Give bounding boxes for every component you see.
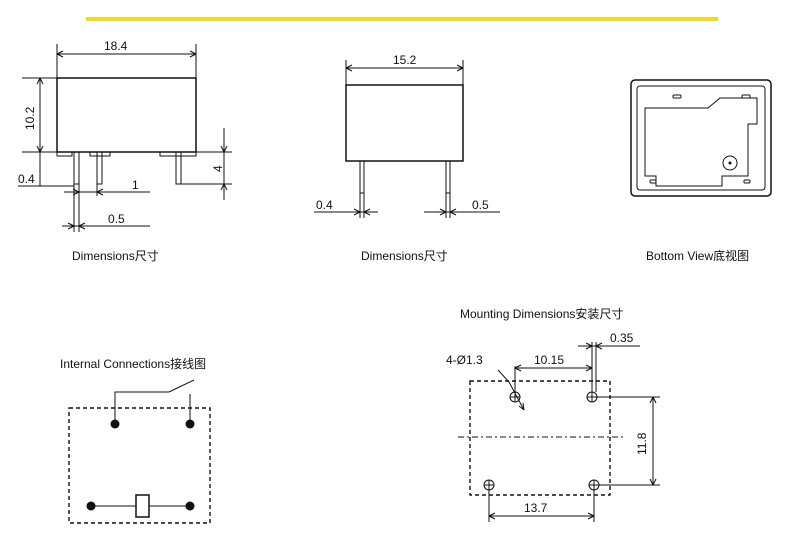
- internal-connections-caption: Internal Connections接线图: [60, 356, 206, 371]
- mounting-hole-label: 4-Ø1.3: [446, 353, 483, 367]
- side-pin-gap-label: 1: [132, 178, 139, 192]
- front-pin-thickness-label: 0.4: [316, 198, 333, 212]
- mounting-drawing: [458, 342, 660, 522]
- mounting-height-label: 11.8: [635, 432, 649, 455]
- front-pin-width-label: 0.5: [472, 198, 489, 212]
- side-view-caption: Dimensions尺寸: [72, 249, 159, 263]
- side-height-label: 10.2: [23, 106, 37, 130]
- side-pin-width-label: 0.5: [108, 212, 125, 226]
- side-pin-thickness-label: 0.4: [18, 172, 35, 186]
- front-width-label: 15.2: [393, 53, 417, 67]
- side-width-label: 18.4: [104, 39, 128, 53]
- mounting-title: Mounting Dimensions安装尺寸: [460, 306, 623, 321]
- mounting-dx-label: 10.15: [534, 353, 564, 367]
- side-view-drawing: [18, 44, 232, 232]
- bottom-view-caption: Bottom View底视图: [646, 248, 749, 263]
- front-view-caption: Dimensions尺寸: [361, 249, 448, 263]
- accent-bar: [86, 17, 718, 21]
- bottom-view-drawing: [630, 79, 772, 197]
- side-pin-length-label: 4: [211, 165, 225, 172]
- internal-connections-schematic: [68, 379, 211, 524]
- front-view-drawing: [314, 60, 500, 218]
- mounting-width-label: 13.7: [524, 501, 548, 515]
- mounting-offset-label: 0.35: [610, 331, 634, 345]
